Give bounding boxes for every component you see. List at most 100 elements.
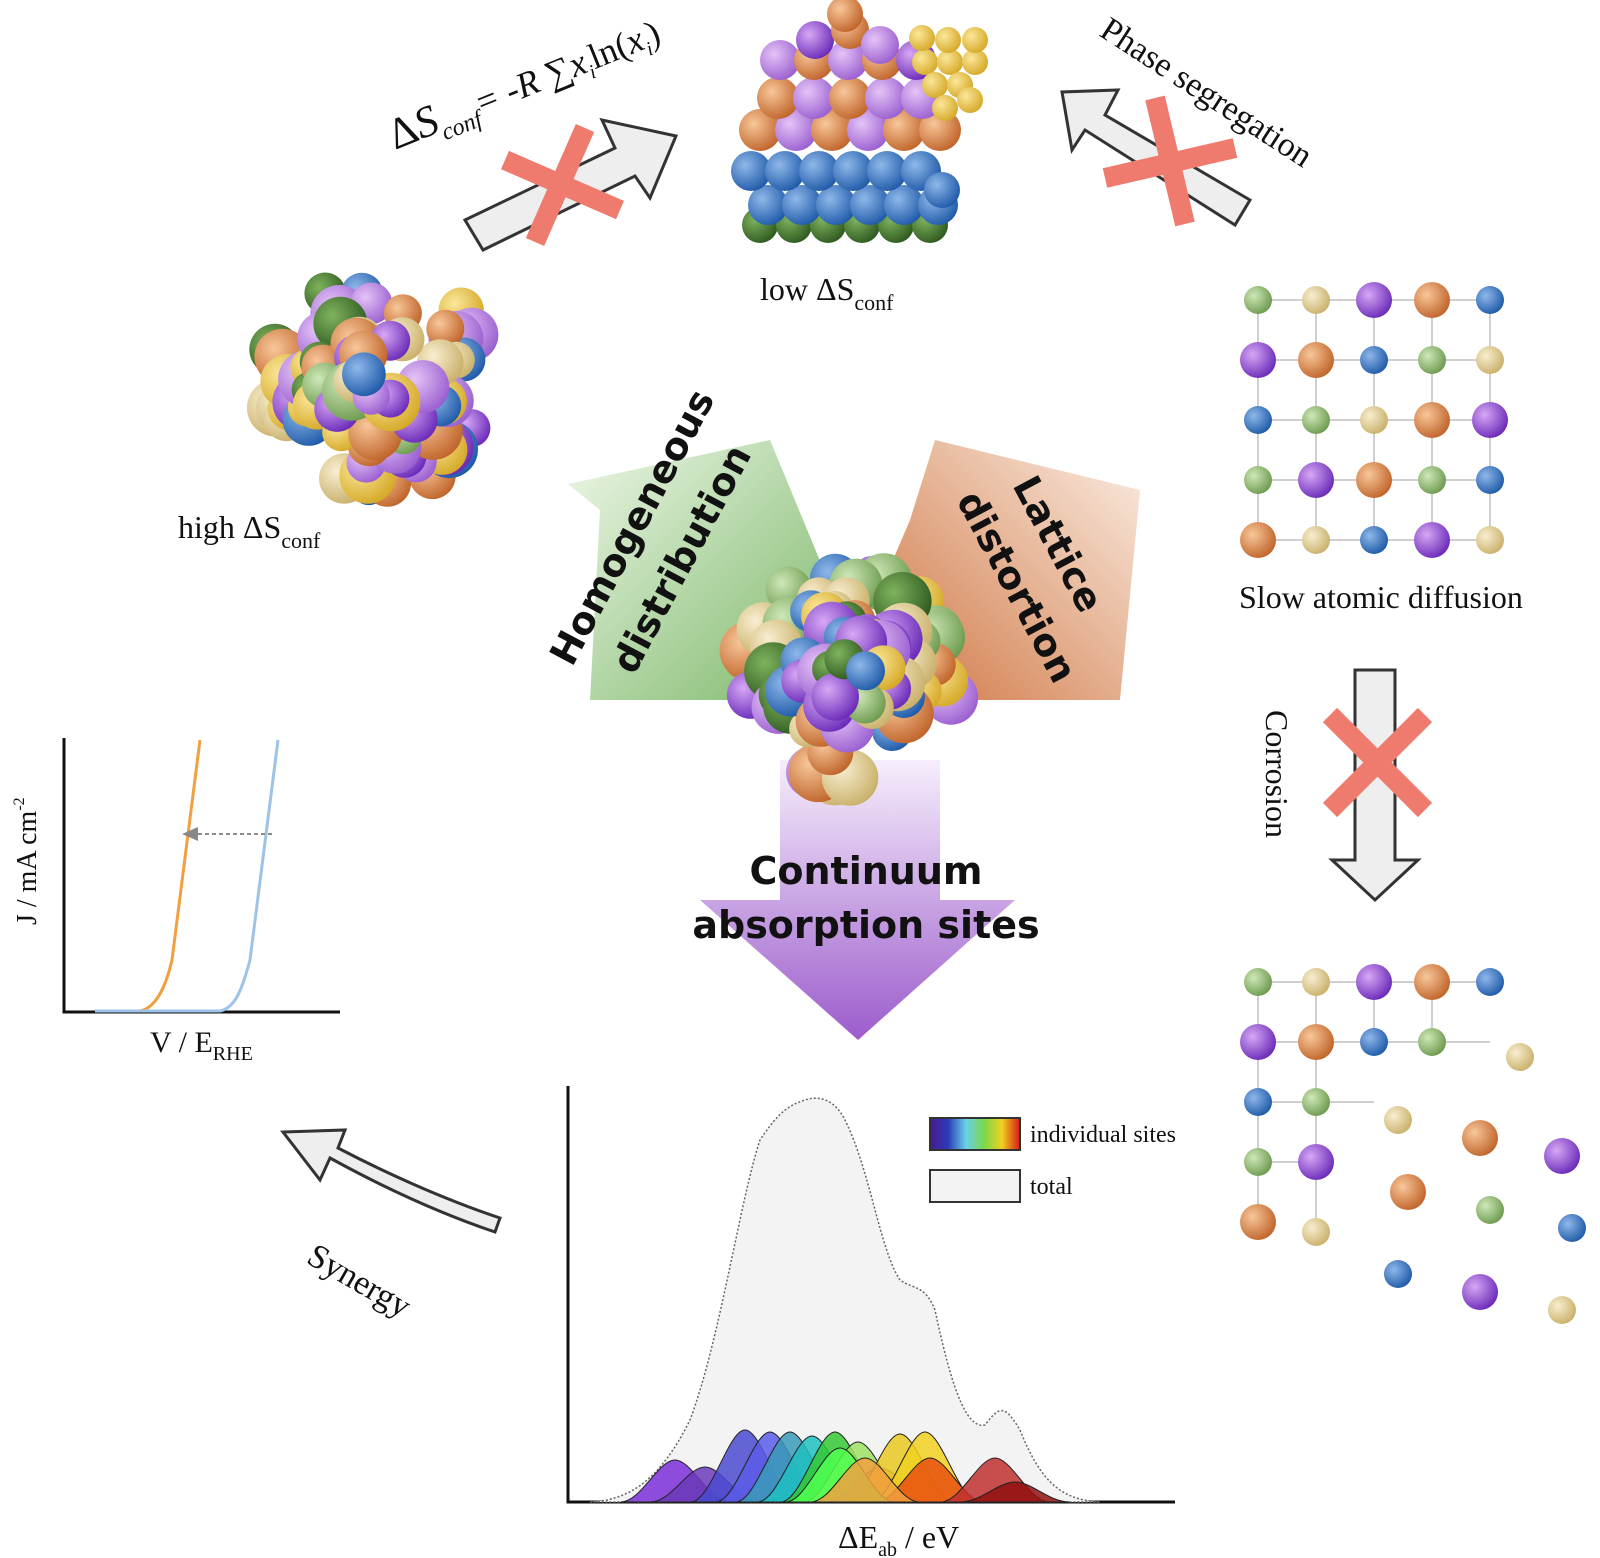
- ordered-lattice: [1240, 282, 1508, 558]
- atom: [811, 109, 853, 151]
- atom: [865, 77, 907, 119]
- atom: [1302, 286, 1330, 314]
- atom: [846, 651, 885, 691]
- atom: [793, 77, 835, 119]
- atom: [1302, 1218, 1330, 1246]
- atom: [1240, 342, 1276, 378]
- atom: [1244, 968, 1272, 996]
- corrosion-label: Corrosion: [1259, 710, 1295, 838]
- atom: [1384, 1106, 1412, 1134]
- polarization-xlabel: V / ERHE: [150, 1026, 253, 1065]
- individual-site-peaks: [620, 1429, 1070, 1503]
- legend-swatch-individual: [929, 1117, 1021, 1151]
- total-distribution-curve: [589, 1097, 1101, 1503]
- atom: [957, 87, 983, 113]
- atom: [924, 172, 960, 208]
- atom: [1244, 1148, 1272, 1176]
- atom: [1302, 406, 1330, 434]
- atom: [1414, 522, 1450, 558]
- slow-diffusion-label: Slow atomic diffusion: [1239, 579, 1523, 615]
- atom: [760, 40, 800, 80]
- atom: [799, 151, 839, 191]
- atom: [1356, 282, 1392, 318]
- legend-individual-label: individual sites: [1030, 1122, 1176, 1148]
- atom: [1240, 1024, 1276, 1060]
- atom: [847, 109, 889, 151]
- atom: [861, 26, 899, 64]
- atom: [1414, 402, 1450, 438]
- atom: [1418, 466, 1446, 494]
- synergy-label: Synergy: [301, 1237, 417, 1325]
- atom: [1476, 526, 1504, 554]
- atom: [1476, 286, 1504, 314]
- atom: [1360, 406, 1388, 434]
- atom: [1544, 1138, 1580, 1174]
- atom: [1548, 1296, 1576, 1324]
- atom: [1356, 462, 1392, 498]
- orange-curve: [95, 739, 202, 1013]
- atom: [827, 0, 863, 32]
- atom: [1384, 1260, 1412, 1288]
- legend-swatch-total: [929, 1169, 1021, 1203]
- polarization-ylabel: J / mA cm-2: [11, 797, 43, 925]
- synergy-arrow: [280, 1128, 502, 1234]
- atom: [1302, 1088, 1330, 1116]
- atom: [1472, 402, 1508, 438]
- atom: [796, 21, 834, 59]
- atom: [1298, 1144, 1334, 1180]
- continuum-absorption-arrow: [700, 760, 1015, 1040]
- atom: [1302, 968, 1330, 996]
- atom: [1244, 286, 1272, 314]
- atom: [850, 185, 890, 225]
- atom: [1414, 964, 1450, 1000]
- atom: [1360, 346, 1388, 374]
- atom: [1462, 1274, 1498, 1310]
- atom: [782, 185, 822, 225]
- atom: [1360, 526, 1388, 554]
- center-high-entropy-cluster: [719, 553, 979, 806]
- cross-mark-segregation: [1102, 95, 1238, 227]
- atom: [962, 49, 988, 75]
- atom: [1414, 282, 1450, 318]
- cross-mark-corrosion: [1322, 707, 1433, 818]
- atom: [909, 25, 935, 51]
- atom: [748, 185, 788, 225]
- atom: [342, 352, 386, 397]
- atom: [867, 151, 907, 191]
- atom: [765, 151, 805, 191]
- cross-mark-formula: [501, 123, 624, 247]
- atom: [937, 49, 963, 75]
- atom: [1298, 1024, 1334, 1060]
- atom: [1360, 1028, 1388, 1056]
- atom: [1476, 466, 1504, 494]
- atom: [1244, 1088, 1272, 1116]
- atom: [1558, 1214, 1586, 1242]
- atom: [883, 109, 925, 151]
- atom: [811, 673, 859, 721]
- atom: [816, 185, 856, 225]
- atom: [1240, 522, 1276, 558]
- atom: [731, 151, 771, 191]
- atom: [1356, 964, 1392, 1000]
- low-entropy-cluster: [731, 0, 988, 243]
- atom: [1462, 1120, 1498, 1156]
- adsorption-distribution-plot: individual sites total ΔEab / eV: [566, 1086, 1176, 1558]
- atom: [962, 27, 988, 53]
- atom: [1298, 342, 1334, 378]
- atom: [829, 77, 871, 119]
- atom: [775, 109, 817, 151]
- atom: [828, 40, 868, 80]
- continuum-label-line2: absorption sites: [692, 903, 1039, 947]
- corrosion-arrow: [1328, 668, 1422, 903]
- atom: [935, 27, 961, 53]
- atom: [833, 151, 873, 191]
- polarization-axes: [62, 738, 340, 1014]
- atom: [1506, 1043, 1534, 1071]
- atom: [932, 95, 958, 121]
- site-peak: [810, 1457, 920, 1503]
- site-peak: [960, 1481, 1070, 1503]
- atom: [739, 109, 781, 151]
- atom: [1298, 462, 1334, 498]
- high-entropy-cluster: [246, 272, 499, 507]
